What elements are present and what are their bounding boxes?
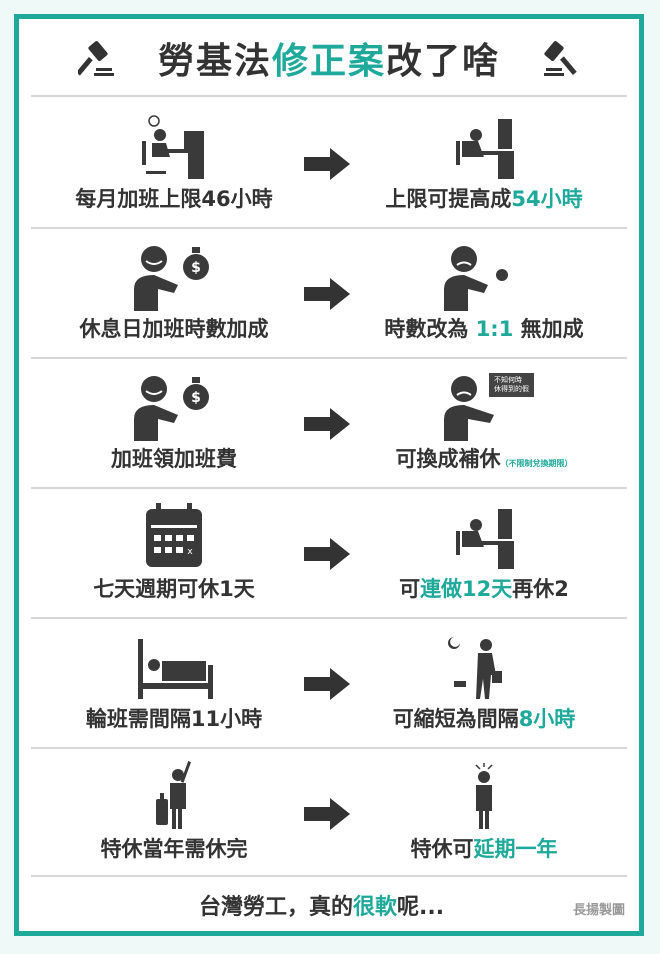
- amended-rule: 上限可提高成54小時: [359, 99, 609, 229]
- current-rule: 每月加班上限46小時: [49, 99, 299, 229]
- label-highlight: 54小時: [511, 187, 583, 211]
- label-text: 時數改為: [384, 317, 476, 341]
- arrow-right-icon: [304, 798, 350, 830]
- comparison-row: x 七天週期可休1天 可連做12天再休2: [19, 489, 639, 619]
- label-text: 輪班需間隔11小時: [85, 707, 263, 731]
- exhausted-worker-icon: [434, 111, 534, 181]
- label-text: 加班領加班費: [111, 447, 237, 471]
- rule-label: 上限可提高成54小時: [359, 183, 609, 213]
- current-rule: 輪班需間隔11小時: [49, 619, 299, 749]
- divider: [31, 95, 627, 97]
- svg-text:$: $: [191, 390, 201, 406]
- comparison-row: $ 休息日加班時數加成 時數改為 1:1 無加成: [19, 229, 639, 359]
- rule-label: 時數改為 1:1 無加成: [359, 313, 609, 343]
- comparison-row: 輪班需間隔11小時 可縮短為間隔8小時: [19, 619, 639, 749]
- label-highlight: 1:1: [475, 317, 514, 341]
- rule-label: 特休當年需休完: [49, 833, 299, 863]
- label-text: 七天週期可休1天: [93, 577, 255, 601]
- amended-rule: 可縮短為間隔8小時: [359, 619, 609, 749]
- svg-text:x: x: [187, 547, 193, 557]
- arrow-right-icon: [304, 408, 350, 440]
- header: 勞基法修正案改了啥: [19, 19, 639, 97]
- gavel-icon: [77, 41, 114, 76]
- footer-part: 呢...: [397, 895, 445, 920]
- sad-person-icon: [434, 241, 534, 311]
- divider: [31, 875, 627, 877]
- label-text: 無加成: [513, 317, 584, 341]
- arrow-right-icon: [304, 278, 350, 310]
- title-highlight: 修正案: [271, 41, 386, 82]
- rule-label: 輪班需間隔11小時: [49, 703, 299, 733]
- svg-text:$: $: [191, 260, 201, 276]
- rule-label: 可換成補休（不限制兌換期限）: [359, 443, 609, 473]
- footer: 台灣勞工，真的很軟呢... 長揚製圖: [19, 877, 639, 931]
- comparison-row: 每月加班上限46小時 上限可提高成54小時: [19, 99, 639, 229]
- title-part: 勞基法: [157, 41, 272, 82]
- arrow-right-icon: [304, 148, 350, 180]
- rule-label: 可縮短為間隔8小時: [359, 703, 609, 733]
- divider: [31, 617, 627, 619]
- comparison-row: 特休當年需休完 特休可延期一年: [19, 749, 639, 879]
- label-text: 每月加班上限46小時: [75, 187, 273, 211]
- amended-rule: 不知何時休得到的假可換成補休（不限制兌換期限）: [359, 359, 609, 489]
- stressed-person-icon: [434, 761, 534, 831]
- exhausted-worker-icon: [434, 501, 534, 571]
- rule-label: 加班領加班費: [49, 443, 299, 473]
- arrow-right-icon: [304, 538, 350, 570]
- divider: [31, 357, 627, 359]
- label-text: 再休2: [512, 577, 569, 601]
- amended-rule: 特休可延期一年: [359, 749, 609, 879]
- current-rule: $ 加班領加班費: [49, 359, 299, 489]
- comparison-row: $ 加班領加班費 不知何時休得到的假可換成補休（不限制兌換期限）: [19, 359, 639, 489]
- label-note: （不限制兌換期限）: [500, 459, 573, 468]
- label-highlight: 8小時: [518, 707, 576, 731]
- label-highlight: 連做12天: [420, 577, 513, 601]
- money-bag-person-icon: $: [124, 241, 224, 311]
- money-bag-person-icon: $: [124, 371, 224, 441]
- divider: [31, 747, 627, 749]
- bed-rest-icon: [124, 631, 224, 701]
- footer-part: 台灣勞工，真的: [199, 895, 354, 920]
- calendar-icon: x: [124, 501, 224, 571]
- label-text: 可換成補休: [395, 447, 501, 471]
- label-text: 可: [399, 577, 421, 601]
- label-text: 特休當年需休完: [100, 837, 248, 861]
- label-highlight: 延期一年: [473, 837, 558, 861]
- sign-line: 不知何時: [494, 376, 522, 384]
- sad-person-sign-icon: 不知何時休得到的假: [434, 371, 534, 441]
- office-worker-icon: [124, 111, 224, 181]
- title-part: 改了啥: [386, 41, 501, 82]
- rule-label: 特休可延期一年: [359, 833, 609, 863]
- sign-line: 休得到的假: [494, 385, 529, 393]
- label-text: 特休可: [410, 837, 474, 861]
- rule-label: 每月加班上限46小時: [49, 183, 299, 213]
- traveler-icon: [124, 761, 224, 831]
- amended-rule: 時數改為 1:1 無加成: [359, 229, 609, 359]
- footer-text: 台灣勞工，真的很軟呢...: [199, 889, 444, 921]
- amended-rule: 可連做12天再休2: [359, 489, 609, 619]
- current-rule: $ 休息日加班時數加成: [49, 229, 299, 359]
- current-rule: 特休當年需休完: [49, 749, 299, 879]
- rule-label: 可連做12天再休2: [359, 573, 609, 603]
- divider: [31, 487, 627, 489]
- label-text: 上限可提高成: [385, 187, 512, 211]
- label-text: 可縮短為間隔: [392, 707, 519, 731]
- rule-label: 休息日加班時數加成: [49, 313, 299, 343]
- credit: 長揚製圖: [572, 903, 625, 918]
- footer-highlight: 很軟: [353, 895, 398, 920]
- speech-sign: 不知何時休得到的假: [489, 373, 534, 397]
- rule-label: 七天週期可休1天: [49, 573, 299, 603]
- label-text: 休息日加班時數加成: [79, 317, 269, 341]
- frame: 勞基法修正案改了啥 每月加班上限46小時 上限可提高成54小時 $ 休息日加班時數加成…: [14, 14, 644, 936]
- page-title: 勞基法修正案改了啥: [158, 32, 500, 84]
- tired-commuter-icon: [434, 631, 534, 701]
- arrow-right-icon: [304, 668, 350, 700]
- gavel-icon: [544, 41, 577, 76]
- divider: [31, 227, 627, 229]
- current-rule: x 七天週期可休1天: [49, 489, 299, 619]
